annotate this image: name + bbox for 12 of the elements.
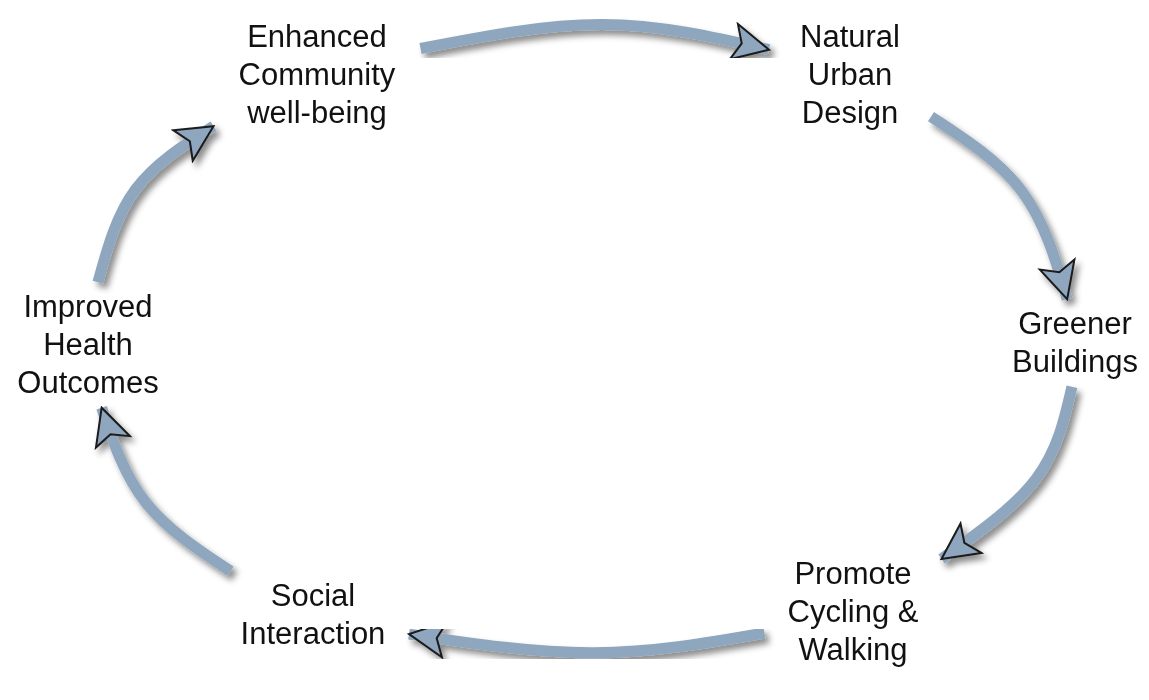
curved-arrow [938, 385, 1078, 564]
step-label: Natural Urban Design [775, 18, 925, 132]
step-label: Enhanced Community well-being [219, 18, 415, 132]
curved-arrow [419, 19, 771, 61]
step-label: Promote Cycling & Walking [770, 555, 936, 669]
step-label: Social Interaction [223, 577, 403, 653]
curved-arrow [928, 111, 1076, 301]
step-label: Greener Buildings [992, 305, 1149, 381]
step-label: Improved Health Outcomes [3, 288, 173, 402]
curved-arrow [408, 620, 766, 659]
curved-arrow [95, 405, 234, 576]
curved-arrow [92, 121, 217, 284]
